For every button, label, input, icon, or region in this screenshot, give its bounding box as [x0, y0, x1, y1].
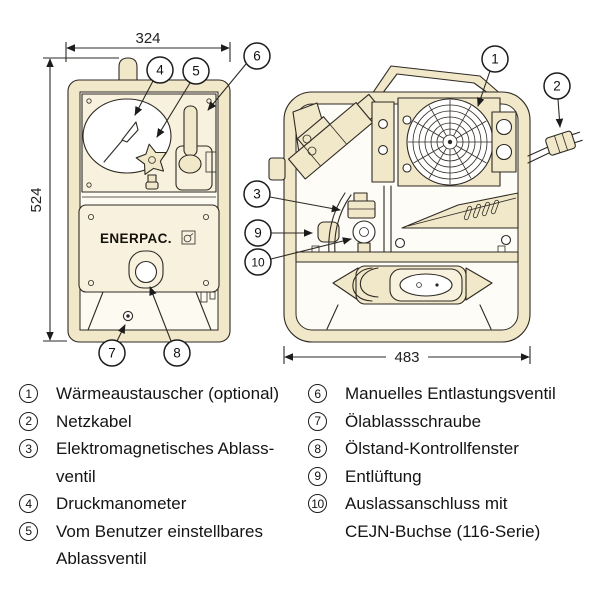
solenoid-drain-valve: [347, 192, 376, 219]
callout-9: 9: [244, 219, 313, 247]
callout-1: 1: [477, 45, 509, 107]
front-base: [87, 291, 216, 331]
outlet-port: [352, 220, 376, 253]
legend-label-5: Vom Benutzer einstellbares Ablassventil: [56, 521, 263, 569]
legend-label-2: Netzkabel: [56, 411, 132, 431]
side-width-dimension: 483: [283, 346, 531, 366]
legend-number-9: 9: [308, 466, 327, 486]
svg-text:3: 3: [253, 187, 261, 202]
brand-logo-mark: [181, 230, 196, 245]
callout-3: 3: [243, 180, 341, 213]
fan-guard-spokes: [408, 100, 492, 184]
power-cord-plug: [527, 130, 583, 164]
legend-label-8: Ölstand-Kontrollfenster: [345, 439, 519, 458]
legend-number-10: 10: [308, 494, 327, 513]
callout-7: 7: [98, 324, 126, 367]
legend-item-1: 1 Wärmeaustauscher (optional): [19, 380, 308, 408]
oil-drain-screw: [122, 310, 134, 322]
technical-diagram: 324 524: [28, 30, 583, 367]
front-width-dimension: 324: [65, 30, 231, 62]
fan-assembly: [371, 97, 517, 187]
callout-5: 5: [156, 57, 210, 138]
legend-label-9: Entlüftung: [345, 466, 422, 486]
legend-label-1: Wärmeaustauscher (optional): [56, 384, 279, 403]
legend-number-4: 4: [19, 494, 38, 513]
legend: 1 Wärmeaustauscher (optional) 2 Netzkabe…: [0, 372, 600, 573]
front-height-label: 524: [28, 187, 45, 212]
front-side-fitting: [200, 291, 216, 303]
front-upper-panel: [81, 93, 217, 198]
legend-item-4: 4 Druckmanometer: [19, 490, 308, 518]
vent-slots: [463, 199, 500, 221]
legend-label-3: Elektromagnetisches Ablass- ventil: [56, 439, 275, 486]
svg-text:8: 8: [173, 346, 181, 361]
legend-label-6: Manuelles Entlastungsventil: [345, 384, 556, 403]
legend-number-1: 1: [19, 384, 38, 403]
svg-text:7: 7: [108, 346, 116, 361]
callouts: 1 2 3 4: [98, 42, 571, 367]
legend-item-2: 2 Netzkabel: [19, 408, 308, 436]
vent-shroud: [401, 192, 519, 229]
heat-exchanger-fan: [406, 98, 494, 186]
front-width-label: 324: [135, 30, 160, 47]
svg-text:6: 6: [253, 49, 261, 64]
callout-10: 10: [244, 237, 352, 276]
legend-number-6: 6: [308, 384, 327, 403]
svg-text:10: 10: [251, 256, 265, 270]
svg-text:5: 5: [192, 64, 200, 79]
callout-2: 2: [543, 72, 571, 128]
frame-clamp: [268, 157, 286, 181]
legend-number-2: 2: [19, 411, 38, 431]
legend-number-3: 3: [19, 439, 38, 458]
svg-text:4: 4: [156, 63, 164, 78]
legend-column-left: 1 Wärmeaustauscher (optional) 2 Netzkabe…: [19, 380, 308, 573]
legend-item-7: 7 Ölablassschraube: [308, 408, 588, 436]
callout-4: 4: [134, 56, 174, 116]
svg-text:2: 2: [553, 79, 561, 94]
legend-item-3: 3 Elektromagnetisches Ablass- ventil: [19, 435, 308, 490]
legend-number-7: 7: [308, 411, 327, 431]
motor-assembly: [288, 93, 383, 180]
side-width-label: 483: [394, 349, 419, 366]
legend-item-5: 5 Vom Benutzer einstellbares Ablassventi…: [19, 518, 308, 573]
brand-logo-text: ENERPAC.: [100, 231, 172, 246]
legend-item-9: 9 Entlüftung: [308, 463, 588, 491]
legend-number-5: 5: [19, 521, 38, 541]
legend-label-10: Auslassanschluss mit CEJN-Buchse (116-Se…: [345, 494, 541, 541]
callout-6: 6: [207, 42, 271, 111]
legend-item-6: 6 Manuelles Entlastungsventil: [308, 380, 588, 408]
front-logo-panel: ENERPAC.: [78, 204, 220, 293]
legend-item-8: 8 Ölstand-Kontrollfenster: [308, 435, 588, 463]
side-view: 483: [268, 65, 583, 366]
front-height-dimension: 524: [28, 57, 119, 342]
relief-knob: [135, 143, 167, 190]
front-handle: [118, 57, 138, 85]
svg-text:9: 9: [254, 226, 262, 241]
legend-number-8: 8: [308, 439, 327, 458]
logo-panel-screws: [88, 213, 209, 286]
front-view: 324 524: [28, 30, 231, 343]
svg-text:1: 1: [491, 52, 499, 67]
dim-label-backing: [386, 348, 428, 365]
reservoir-base: [295, 234, 519, 330]
callout-8: 8: [149, 286, 191, 367]
legend-label-7: Ölablassschraube: [345, 411, 482, 431]
legend-column-right: 6 Manuelles Entlastungsventil 7 Ölablass…: [308, 380, 588, 573]
legend-label-4: Druckmanometer: [56, 494, 187, 513]
manual-relief-valve: [175, 105, 217, 191]
pump-drawing: 324 524: [28, 30, 583, 367]
oil-sight-glass: [128, 250, 164, 289]
legend-item-10: 10 Auslassanschluss mit CEJN-Buchse (116…: [308, 490, 588, 545]
